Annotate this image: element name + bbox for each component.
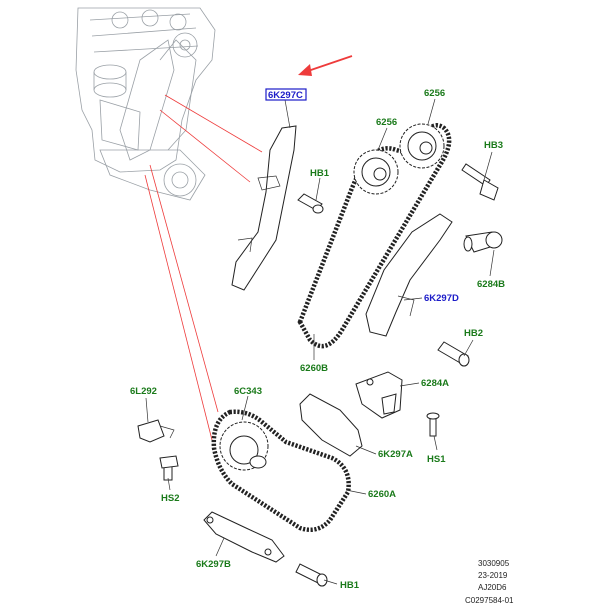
label-6284B[interactable]: 6284B (477, 279, 505, 290)
red-pointer-arrow (298, 55, 353, 76)
label-6K297C[interactable]: 6K297C (268, 90, 303, 101)
label-HB3[interactable]: HB3 (484, 140, 503, 151)
callout-lines-red (144, 94, 263, 441)
guide-6K297A (299, 393, 363, 457)
highlight-box-6K297C (265, 88, 307, 101)
label-6K297B[interactable]: 6K297B (196, 559, 231, 570)
bolt-hb1-bottom (295, 563, 328, 587)
tensioner-6284B (463, 231, 503, 253)
footer-line-4: C0297584-01 (465, 596, 514, 605)
guide-6K297C (231, 125, 297, 291)
reference-footer: 3030905 23-2019 AJ20D6 C0297584-01 (465, 559, 514, 605)
label-HB1-bottom[interactable]: HB1 (340, 580, 360, 591)
label-HB1-top[interactable]: HB1 (310, 168, 330, 179)
crank-sprocket-6C343 (219, 421, 269, 471)
footer-line-3: AJ20D6 (478, 583, 507, 592)
label-6284A[interactable]: 6284A (421, 378, 449, 389)
footer-line-2: 23-2019 (478, 571, 508, 580)
bolt-hb2 (437, 341, 470, 367)
bolt-hb3 (461, 163, 499, 201)
label-6L292[interactable]: 6L292 (130, 386, 157, 397)
label-HS1[interactable]: HS1 (427, 454, 446, 465)
lower-timing-chain (211, 409, 351, 532)
footer-line-1: 3030905 (478, 559, 510, 568)
label-6K297D[interactable]: 6K297D (424, 293, 459, 304)
guide-6K297D (365, 213, 453, 337)
part-labels: 6K297C 6256 6256 HB3 HB1 6284B 6K297D HB… (130, 88, 505, 591)
cam-sprocket-right (399, 123, 445, 169)
upper-timing-chain (297, 123, 452, 349)
label-6256-right[interactable]: 6256 (424, 88, 445, 99)
tensioner-6284A (355, 371, 403, 419)
bolt-hb1-top (297, 193, 324, 214)
label-HB2[interactable]: HB2 (464, 328, 483, 339)
guide-6K297B (203, 511, 285, 563)
label-6C343[interactable]: 6C343 (234, 386, 262, 397)
label-6260B[interactable]: 6260B (300, 363, 328, 374)
engine-ghost-illustration (75, 7, 216, 201)
cam-sprocket-left (353, 149, 399, 195)
label-leader-lines (145, 98, 495, 585)
label-HS2[interactable]: HS2 (161, 493, 179, 504)
label-6256-left[interactable]: 6256 (376, 117, 397, 128)
sensor-6L292 (137, 419, 175, 443)
bolt-hs1 (426, 412, 440, 437)
label-6K297A[interactable]: 6K297A (378, 449, 413, 460)
bolt-hs2 (159, 455, 179, 481)
label-6260A[interactable]: 6260A (368, 489, 396, 500)
